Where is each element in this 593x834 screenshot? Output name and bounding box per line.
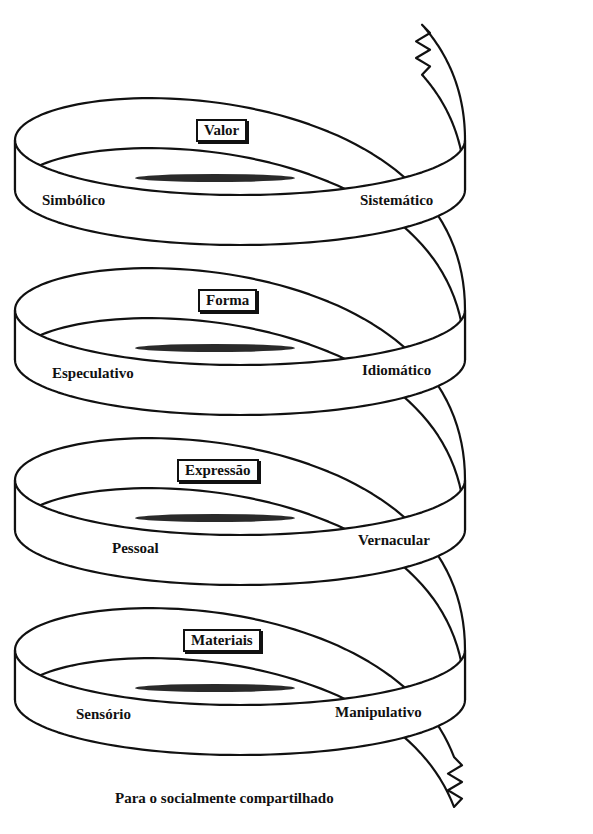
ribbon-slit (135, 174, 295, 182)
level-title: Expressão (185, 462, 251, 479)
ribbon-slit (135, 344, 295, 352)
level-box: Valor (196, 119, 247, 142)
level-box: Materiais (183, 629, 261, 652)
level-title: Materiais (191, 632, 253, 649)
level-box: Expressão (177, 459, 259, 482)
band-label: Sensório (76, 706, 131, 723)
band-label: Pessoal (112, 540, 159, 557)
level-box: Forma (198, 289, 257, 312)
level-title: Valor (204, 122, 239, 139)
band-label: Idiomático (362, 362, 431, 379)
ribbon-front (15, 650, 465, 755)
ribbon-slit (135, 514, 295, 522)
level-title: Forma (206, 292, 249, 309)
ribbon-front (15, 310, 465, 415)
band-label: Sistemático (360, 192, 433, 209)
ribbon-front (15, 480, 465, 585)
band-label: Especulativo (52, 365, 134, 382)
footer-note: Para o socialmente compartilhado (115, 790, 334, 807)
ribbon-slit (135, 684, 295, 692)
band-label: Simbólico (42, 192, 105, 209)
band-label: Manipulativo (335, 704, 422, 721)
ribbon-front (15, 140, 465, 245)
band-label: Vernacular (358, 532, 430, 549)
